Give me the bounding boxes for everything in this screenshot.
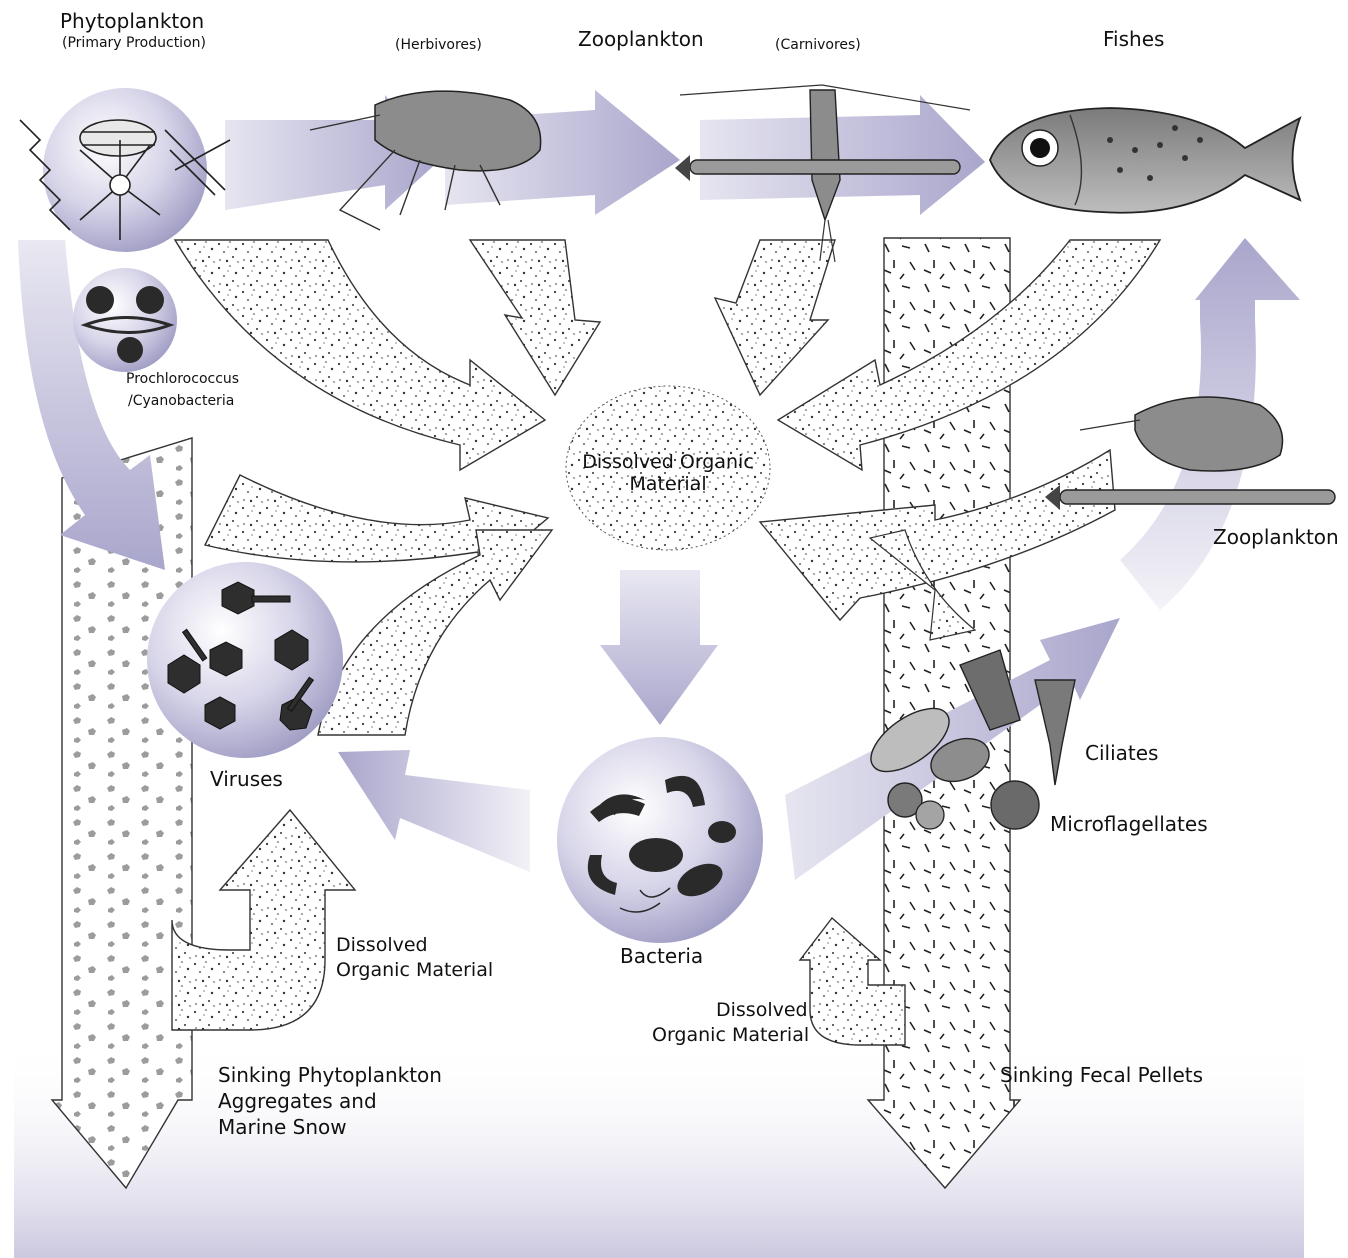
- dom-left-arrow: [172, 810, 355, 1030]
- label-carnivores: (Carnivores): [775, 38, 861, 54]
- label-microflagellates: Microflagellates: [1050, 813, 1208, 835]
- label-prochlorococcus: Prochlorococcus: [126, 372, 239, 388]
- label-sinking-fecal-pellets: Sinking Fecal Pellets: [1000, 1064, 1203, 1086]
- label-dom-center-line2: Material: [568, 474, 768, 495]
- flow-bacteria-to-viruses: [338, 750, 530, 872]
- label-bacteria: Bacteria: [620, 945, 703, 967]
- label-zooplankton-top: Zooplankton: [578, 28, 704, 50]
- label-dom-center-line1: Dissolved Organic: [568, 452, 768, 473]
- label-sinking-phyto-line3: Marine Snow: [218, 1116, 347, 1138]
- dom-arrow-herbivores: [470, 240, 600, 395]
- label-sinking-phyto-line2: Aggregates and: [218, 1090, 377, 1112]
- label-zooplankton-right: Zooplankton: [1213, 526, 1339, 548]
- label-primary-production: (Primary Production): [54, 36, 214, 52]
- zooplankton-right-illustration: [1045, 397, 1335, 510]
- flow-dom-to-bacteria: [600, 570, 718, 725]
- label-dom-left-line2: Organic Material: [336, 960, 493, 981]
- label-cyanobacteria: /Cyanobacteria: [128, 394, 234, 410]
- flow-carnivores-to-fishes: [700, 95, 985, 215]
- label-herbivores: (Herbivores): [395, 38, 482, 54]
- label-dom-left-line1: Dissolved: [336, 935, 428, 956]
- dom-arrow-phyto: [175, 240, 545, 470]
- label-phytoplankton: Phytoplankton: [60, 10, 180, 32]
- dom-arrow-carnivores: [715, 240, 835, 395]
- label-fishes: Fishes: [1103, 28, 1164, 50]
- label-ciliates: Ciliates: [1085, 742, 1158, 764]
- label-dom-right-line2: Organic Material: [652, 1025, 809, 1046]
- label-sinking-phyto-line1: Sinking Phytoplankton: [218, 1064, 442, 1086]
- label-viruses: Viruses: [210, 768, 283, 790]
- fish-illustration: [990, 108, 1300, 213]
- label-dom-right-line1: Dissolved: [716, 1000, 808, 1021]
